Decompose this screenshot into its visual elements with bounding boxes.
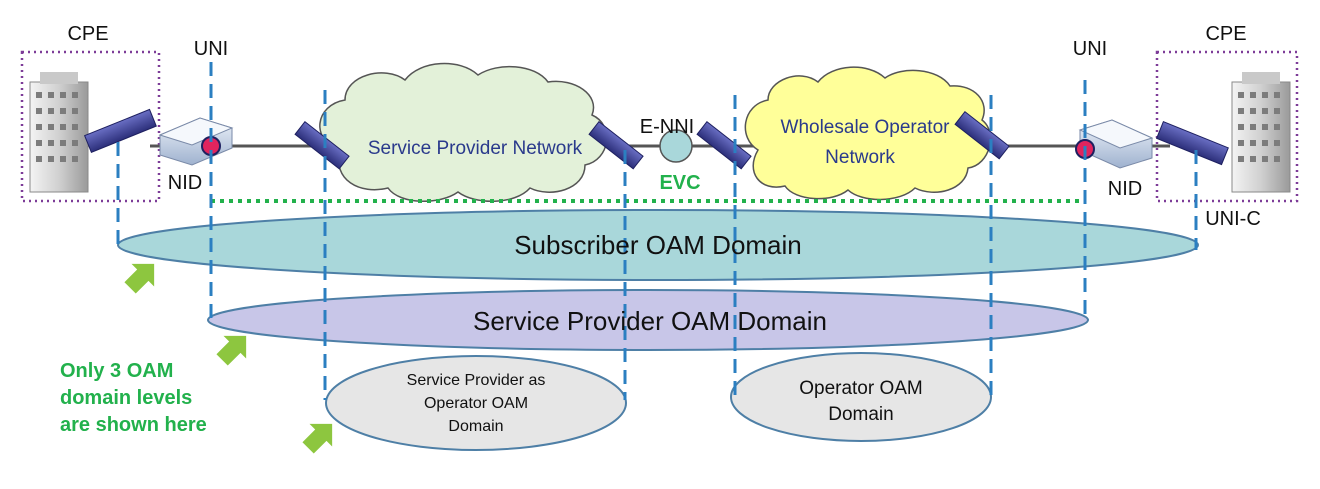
switch-sp-edge-right-icon [588, 120, 644, 170]
switch-wholesale-edge-left-icon [696, 120, 752, 170]
service-provider-network-label: Service Provider Network [368, 138, 583, 159]
sp-operator-domain-label-line2: Operator OAM [424, 395, 528, 412]
green-arrow-sp-operator-icon [302, 423, 333, 454]
domain-boundary-lines [116, 62, 1198, 400]
wholesale-operator-network-cloud [744, 66, 992, 201]
operator-domain-label-line1: Operator OAM [799, 378, 923, 399]
operator-domain-label-line2: Domain [828, 404, 893, 425]
enni-label: E-NNI [640, 116, 694, 138]
cpe-right-label: CPE [1205, 23, 1246, 45]
subscriber-oam-domain-label: Subscriber OAM Domain [514, 230, 802, 260]
switch-wholesale-edge-right-icon [954, 110, 1010, 160]
building-left-icon [29, 72, 89, 193]
subscriber-oam-domain-ellipse [117, 209, 1199, 281]
nid-left-icon [158, 117, 234, 166]
switch-sp-edge-left-icon [294, 120, 350, 170]
nid-left-label: NID [168, 172, 202, 194]
service-provider-oam-domain-ellipse [207, 289, 1089, 351]
note-line3: are shown here [60, 414, 207, 436]
nid-right-icon [1078, 119, 1154, 169]
building-right-icon [1231, 72, 1291, 193]
switch-cpe-left-icon [83, 108, 157, 153]
switch-cpe-right-icon [1155, 121, 1229, 166]
sp-as-operator-oam-domain-ellipse [325, 355, 627, 451]
wholesale-network-label-line2: Network [825, 147, 895, 168]
service-provider-network-cloud [319, 62, 608, 202]
operator-oam-domain-ellipse [730, 352, 992, 442]
green-arrow-sp-icon [216, 335, 247, 366]
uni-c-label: UNI-C [1205, 208, 1261, 230]
green-arrow-subscriber-icon [124, 263, 155, 294]
cpe-left-box [20, 50, 161, 203]
enni-point-icon [659, 129, 693, 163]
uni-right-label: UNI [1073, 38, 1107, 60]
sp-operator-domain-label-line3: Domain [448, 418, 503, 435]
evc-label: EVC [659, 172, 700, 194]
cpe-left-label: CPE [67, 23, 108, 45]
wholesale-network-label-line1: Wholesale Operator [781, 117, 951, 138]
uni-left-label: UNI [194, 38, 228, 60]
note-line1: Only 3 OAM [60, 360, 173, 382]
sp-operator-domain-label-line1: Service Provider as [407, 372, 546, 389]
nid-right-label: NID [1108, 178, 1142, 200]
service-provider-oam-domain-label: Service Provider OAM Domain [473, 306, 827, 336]
note-line2: domain levels [60, 387, 192, 409]
